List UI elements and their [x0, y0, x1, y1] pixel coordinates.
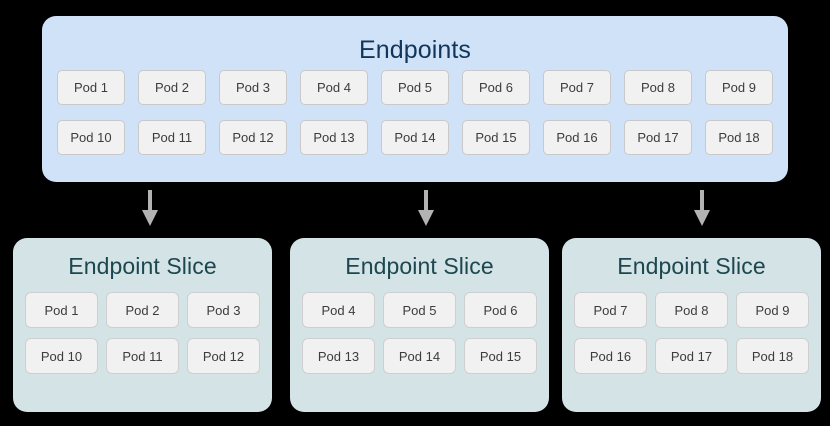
endpoints-panel: Endpoints Pod 1 Pod 2 Pod 3 Pod 4 Pod 5 …	[42, 16, 788, 182]
pod-chip: Pod 10	[57, 120, 125, 155]
endpoint-slice-pod-row: Pod 10 Pod 11 Pod 12	[25, 338, 260, 374]
pod-chip: Pod 6	[462, 70, 530, 105]
endpoint-slice-pod-row: Pod 1 Pod 2 Pod 3	[25, 292, 260, 328]
endpoint-slice-panel-1: Endpoint Slice Pod 1 Pod 2 Pod 3 Pod 10 …	[13, 238, 272, 412]
pod-chip: Pod 8	[655, 292, 728, 328]
pod-chip: Pod 15	[464, 338, 537, 374]
pod-chip: Pod 7	[543, 70, 611, 105]
arrow-down-icon	[415, 190, 437, 226]
arrow-down-icon	[139, 190, 161, 226]
endpoints-pod-row: Pod 1 Pod 2 Pod 3 Pod 4 Pod 5 Pod 6 Pod …	[56, 70, 774, 105]
endpoint-slice-pod-row: Pod 16 Pod 17 Pod 18	[574, 338, 809, 374]
pod-chip: Pod 15	[462, 120, 530, 155]
pod-chip: Pod 3	[219, 70, 287, 105]
pod-chip: Pod 6	[464, 292, 537, 328]
pod-chip: Pod 1	[25, 292, 98, 328]
endpoint-slice-pod-row: Pod 13 Pod 14 Pod 15	[302, 338, 537, 374]
endpoint-slice-panel-2: Endpoint Slice Pod 4 Pod 5 Pod 6 Pod 13 …	[290, 238, 549, 412]
endpoint-slice-title: Endpoint Slice	[345, 253, 494, 279]
endpoint-slice-pod-row: Pod 4 Pod 5 Pod 6	[302, 292, 537, 328]
pod-chip: Pod 2	[106, 292, 179, 328]
pod-chip: Pod 18	[736, 338, 809, 374]
pod-chip: Pod 3	[187, 292, 260, 328]
pod-chip: Pod 8	[624, 70, 692, 105]
pod-chip: Pod 10	[25, 338, 98, 374]
endpoint-slice-panel-3: Endpoint Slice Pod 7 Pod 8 Pod 9 Pod 16 …	[562, 238, 821, 412]
pod-chip: Pod 16	[543, 120, 611, 155]
endpoint-slice-title: Endpoint Slice	[68, 253, 217, 279]
pod-chip: Pod 4	[302, 292, 375, 328]
pod-chip: Pod 9	[736, 292, 809, 328]
pod-chip: Pod 18	[705, 120, 773, 155]
pod-chip: Pod 2	[138, 70, 206, 105]
pod-chip: Pod 5	[381, 70, 449, 105]
endpoints-title: Endpoints	[358, 36, 472, 64]
pod-chip: Pod 5	[383, 292, 456, 328]
pod-chip: Pod 17	[624, 120, 692, 155]
pod-chip: Pod 1	[57, 70, 125, 105]
pod-chip: Pod 4	[300, 70, 368, 105]
pod-chip: Pod 11	[138, 120, 206, 155]
endpoints-pod-row: Pod 10 Pod 11 Pod 12 Pod 13 Pod 14 Pod 1…	[56, 120, 774, 155]
pod-chip: Pod 13	[302, 338, 375, 374]
pod-chip: Pod 14	[381, 120, 449, 155]
pod-chip: Pod 14	[383, 338, 456, 374]
pod-chip: Pod 17	[655, 338, 728, 374]
pod-chip: Pod 9	[705, 70, 773, 105]
arrow-down-icon	[691, 190, 713, 226]
pod-chip: Pod 16	[574, 338, 647, 374]
endpoint-slice-pod-row: Pod 7 Pod 8 Pod 9	[574, 292, 809, 328]
endpoint-slice-pod-grid: Pod 4 Pod 5 Pod 6 Pod 13 Pod 14 Pod 15	[302, 292, 537, 374]
endpoint-slice-pod-grid: Pod 1 Pod 2 Pod 3 Pod 10 Pod 11 Pod 12	[25, 292, 260, 374]
pod-chip: Pod 12	[219, 120, 287, 155]
endpoint-slice-title: Endpoint Slice	[617, 253, 766, 279]
endpoints-pod-grid: Pod 1 Pod 2 Pod 3 Pod 4 Pod 5 Pod 6 Pod …	[56, 70, 774, 155]
pod-chip: Pod 11	[106, 338, 179, 374]
endpoint-slice-pod-grid: Pod 7 Pod 8 Pod 9 Pod 16 Pod 17 Pod 18	[574, 292, 809, 374]
pod-chip: Pod 12	[187, 338, 260, 374]
pod-chip: Pod 7	[574, 292, 647, 328]
pod-chip: Pod 13	[300, 120, 368, 155]
